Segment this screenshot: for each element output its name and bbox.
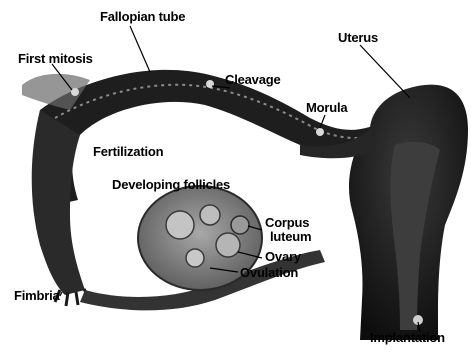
leader-uterus [360,45,410,98]
label-corpus-luteum-line2: luteum [270,230,311,244]
follicle [186,249,204,267]
label-fimbria: Fimbria [14,289,60,303]
morula-marker [316,128,324,136]
label-fertilization: Fertilization [93,145,163,159]
label-ovulation: Ovulation [240,266,298,280]
label-cleavage: Cleavage [225,73,281,87]
zygote-marker [71,88,79,96]
leader-fallopian-tube [130,26,150,72]
fimbria-tube [32,110,85,295]
corpus-luteum-body [231,216,249,234]
label-implantation: Implantation [370,331,445,345]
label-uterus: Uterus [338,31,378,45]
follicle [200,205,220,225]
label-morula: Morula [306,101,347,115]
follicle [216,233,240,257]
follicle [166,211,194,239]
label-ovary: Ovary [265,250,301,264]
label-developing-follicles: Developing follicles [112,178,230,192]
label-fallopian-tube: Fallopian tube [100,10,185,24]
label-corpus-luteum-line1: Corpus [265,216,309,230]
cleavage-marker [206,80,214,88]
label-first-mitosis: First mitosis [18,52,93,66]
